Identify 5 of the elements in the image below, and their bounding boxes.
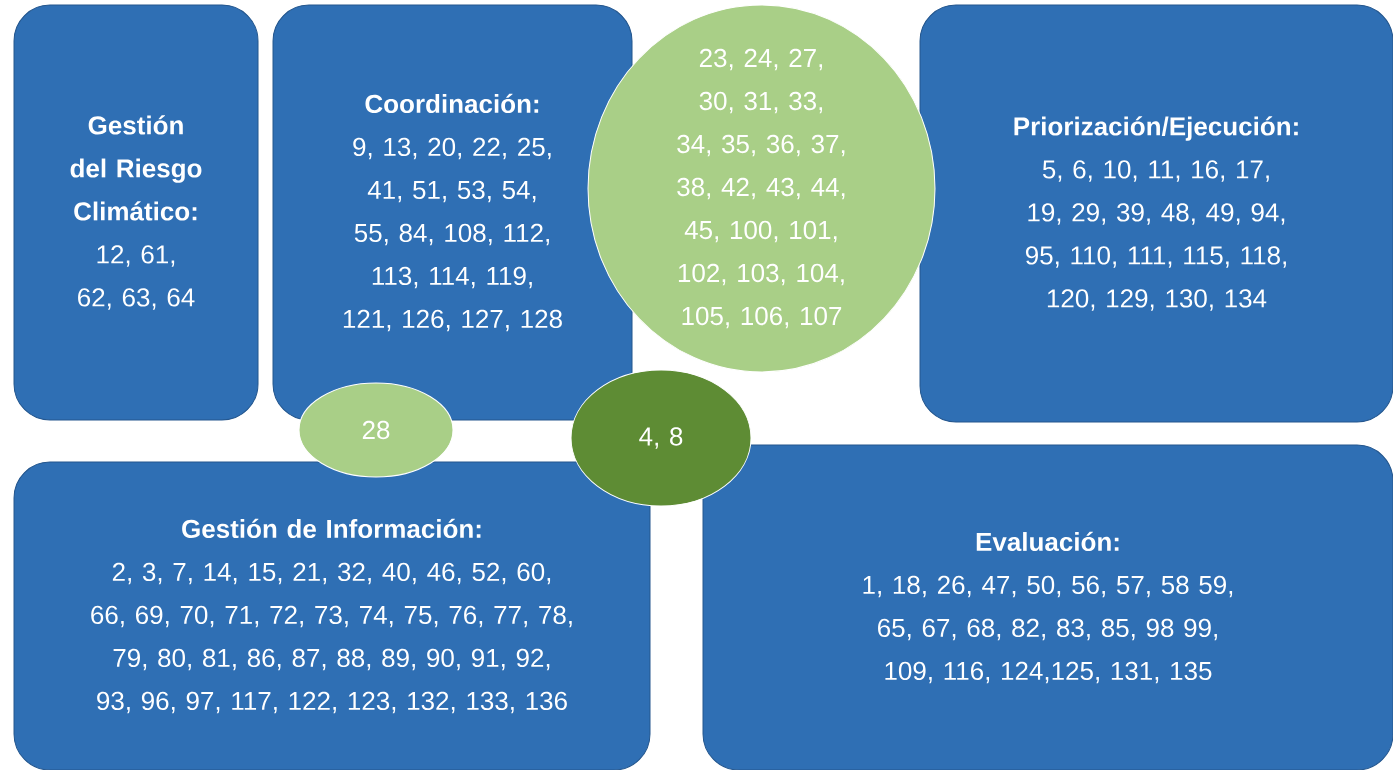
category-box: Gestión de Información: 2, 3, 7, 14, 15, 21, 32, 40, 46, 52, 60, 66, 69, 70, 71, 72, 73, 74, 75, 76, 77, 78, 79, 80, 81, 86, 87, 88, 89, 90, 91, 92, 93, 96, 97, 117, 122, 123, 132, 133, 136 — [13, 461, 651, 770]
category-box: Evaluación: 1, 18, 26, 47, 50, 56, 57, 58 59, 65, 67, 68, 82, 83, 85, 98 99, 109, 116, 124,125, 131, 135 — [702, 444, 1393, 770]
category-box: Gestión del Riesgo Climático: 12, 61, 62, 63, 64 — [13, 4, 259, 421]
category-box: Priorización/Ejecución: 5, 6, 10, 11, 16, 17, 19, 29, 39, 48, 49, 94, 95, 110, 111, 115, 118, 120, 129, 130, 134 — [919, 4, 1393, 423]
category-box: Coordinación: 9, 13, 20, 22, 25, 41, 51, 53, 54, 55, 84, 108, 112, 113, 114, 119, 121, 126, 127, 128 — [272, 4, 633, 421]
